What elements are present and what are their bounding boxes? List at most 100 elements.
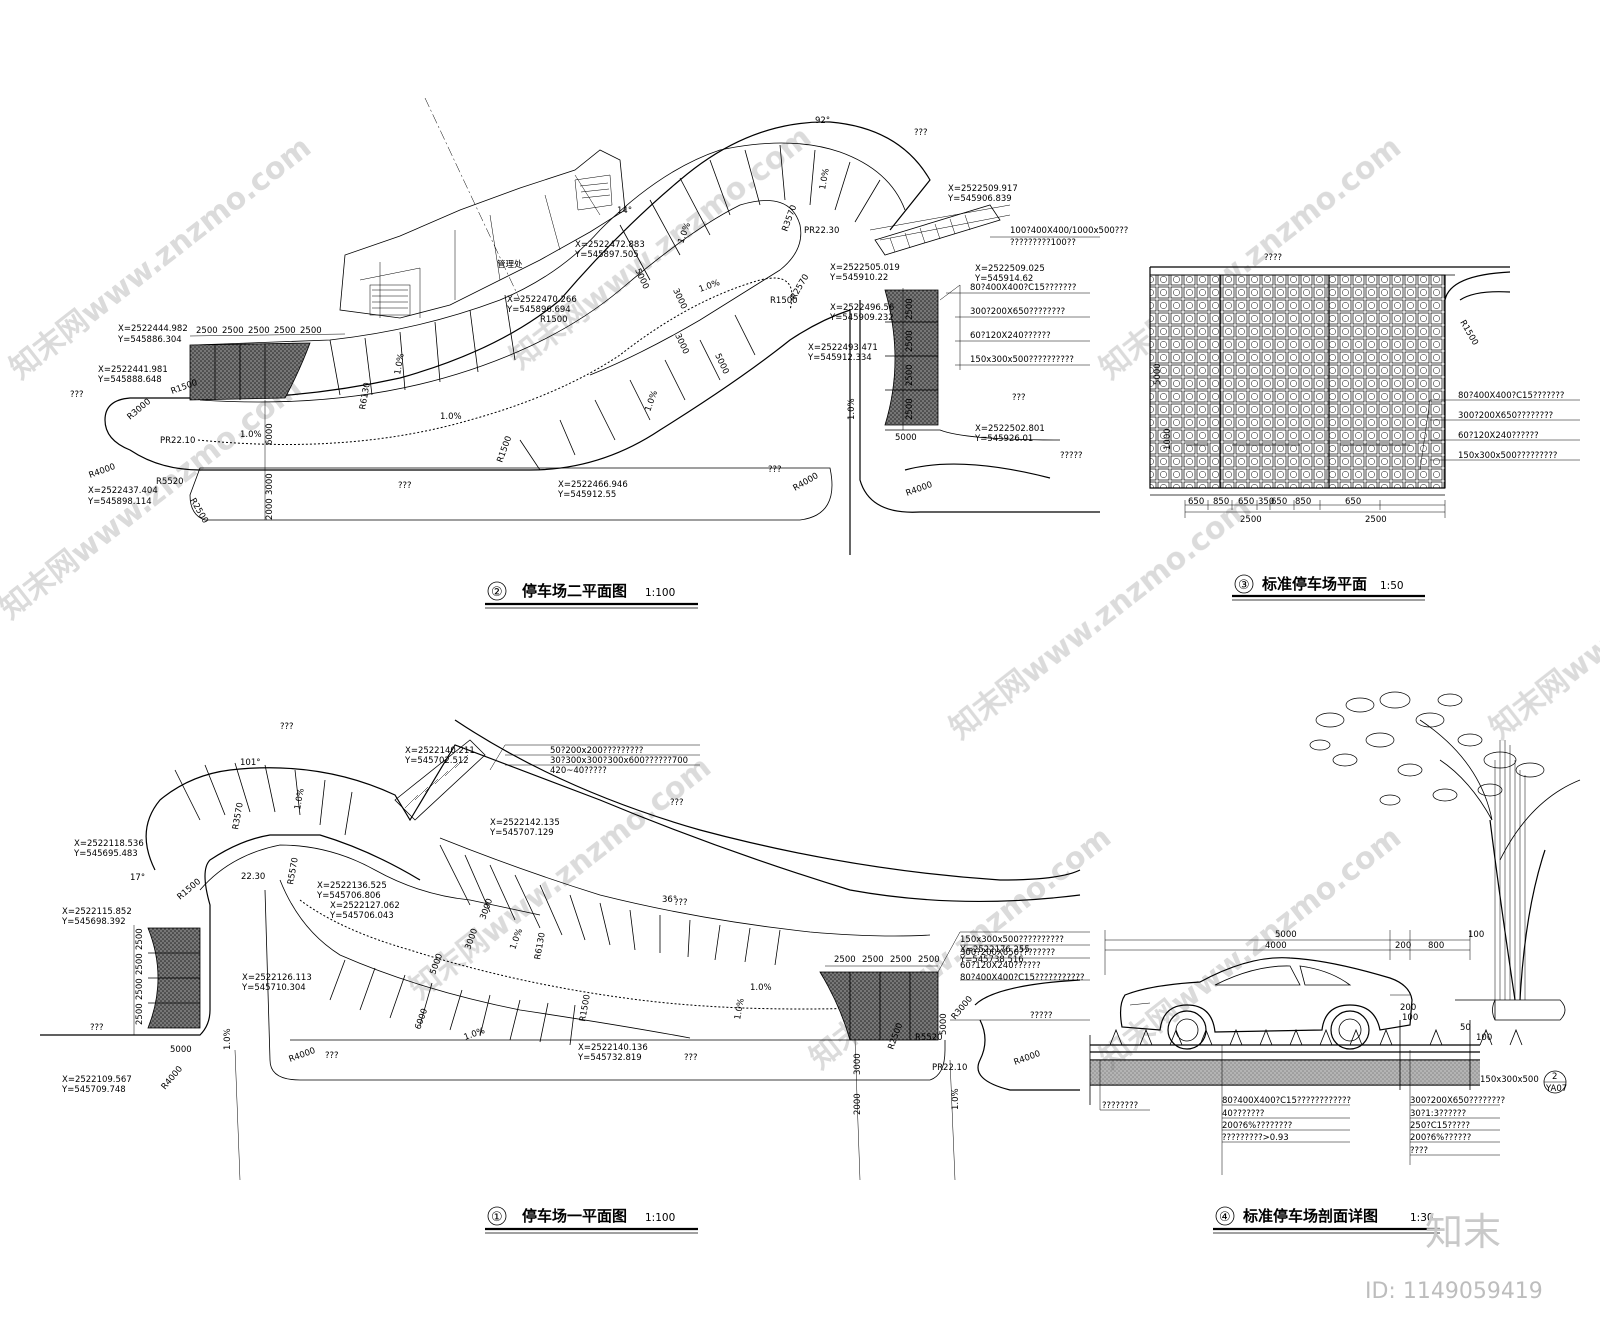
plan-2-coord-2: X=2522441.981 — [98, 365, 168, 375]
plan-1-hatch-right — [819, 971, 939, 1041]
watermark-text: 知末网www.znzmo.com — [1483, 490, 1600, 747]
plan-2-coord-6: X=2522472.883 — [575, 240, 645, 250]
std-total-dim-1: 2500 — [1365, 515, 1387, 525]
plan-2-radius-5: R6130 — [358, 382, 373, 411]
plan-2-radius-1: R3000 — [126, 397, 154, 422]
plan-2-coord-7: Y=545897.505 — [574, 250, 639, 260]
shrub-row — [1109, 1028, 1523, 1046]
plan-1-slope-3: 1.0% — [750, 983, 772, 993]
section-title: 标准停车场剖面详图 — [1242, 1207, 1378, 1225]
tree-illustration — [1309, 691, 1581, 1021]
std-note-0: 80?400X400?C15??????? — [1458, 391, 1564, 401]
plan-2-note-5: 150x300x500?????????? — [970, 355, 1074, 365]
plan-2-scale: 1:100 — [645, 587, 675, 599]
section-dim-3: 800 — [1428, 941, 1444, 951]
plan-1-other-dim-0: 5000 — [939, 1013, 949, 1035]
std-dim-6: 650 — [1345, 497, 1361, 507]
section-scale: 1:30 — [1410, 1212, 1434, 1224]
section-notes: ????????80?400X400?C15????????????40????… — [1102, 1096, 1505, 1156]
watermark-text: 知末网www.znzmo.com — [0, 370, 308, 627]
plan-2-unknown-0: ??? — [70, 390, 84, 400]
plan-1-other-dim-4: 6000 — [413, 1007, 430, 1031]
std-note-3: 150x300x500????????? — [1458, 451, 1557, 461]
plan-2-coord-4: X=2522437.404 — [88, 486, 158, 496]
plan-1-coord-1: Y=545695.483 — [73, 849, 138, 859]
section-dim-0: 5000 — [1275, 930, 1297, 940]
plan-2-unknown-3: ??? — [1012, 393, 1026, 403]
plan-1-coordinates: X=2522118.536Y=545695.483X=2522115.852Y=… — [61, 746, 1030, 1095]
standard-plan-number: ③ — [1238, 578, 1250, 593]
plan-2-radius-11: R4000 — [905, 480, 934, 499]
plan-2-coord-16: X=2522493.471 — [808, 343, 878, 353]
plan-2-coord-5: Y=545898.114 — [87, 497, 152, 507]
car-illustration — [1119, 957, 1413, 1050]
image-id: ID: 1149059419 — [1365, 1279, 1543, 1304]
plan-1-radius-5: R4000 — [288, 1046, 317, 1065]
plan-1-level-2: PR22.10 — [932, 1063, 967, 1073]
plan-1-radius-7: R5520 — [915, 1033, 943, 1043]
plan-1-coord-3: Y=545698.392 — [61, 917, 126, 927]
standard-plan-scale: 1:50 — [1380, 580, 1404, 592]
plan-2-right-dim-0: 2500 — [905, 298, 915, 320]
plan-1-coord-8: X=2522142.135 — [490, 818, 560, 828]
plan-1-coord-15: Y=545710.304 — [241, 983, 306, 993]
plan-2-number: ② — [491, 585, 503, 600]
plan-2-coord-21: Y=545914.62 — [974, 274, 1033, 284]
plan-2-coord-1: Y=545886.304 — [117, 335, 182, 345]
plan-2-hatch-left — [189, 342, 311, 401]
section-note-right-4: ???? — [1410, 1146, 1428, 1156]
plan-2-note-6: ????? — [1060, 451, 1083, 461]
plan-2-coord-18: X=2522509.917 — [948, 184, 1018, 194]
plan-1-note-7: ????? — [1030, 1011, 1053, 1021]
plan-1-top-dim-2: 2500 — [890, 955, 912, 965]
plan-1-coord-14: X=2522126.113 — [242, 973, 312, 983]
plan-1-note-0: 50?200x200????????? — [550, 746, 643, 756]
plan-2-mid-dim-2: 3000 — [672, 332, 690, 356]
plan-2-hatch-right — [884, 289, 939, 426]
plan-1-other-dim-6: 2000 — [853, 1093, 863, 1115]
section-number: ④ — [1219, 1210, 1231, 1225]
plan-1-coord-7: Y=545702.512 — [404, 756, 469, 766]
standard-plan-radius: R1500 — [1457, 319, 1479, 348]
section-note-right-1: 30?1:3?????? — [1410, 1109, 1466, 1119]
plan-2-side-dim-1: 3000 — [265, 473, 275, 495]
plan-1-notes: 50?200x200?????????30?300x300?300x600???… — [550, 746, 1085, 1021]
plan-1-coord-12: X=2522127.062 — [330, 901, 400, 911]
plan-2-coord-11: Y=545912.55 — [557, 490, 616, 500]
plan-2-slope-1: 1.0% — [440, 412, 462, 422]
plan-2-right-dim-1: 2500 — [905, 330, 915, 352]
standard-plan-notes: 80?400X400?C15???????300?200X650????????… — [1458, 391, 1564, 461]
plan-2-title-block: ② 停车场二平面图 1:100 — [485, 581, 698, 609]
management-building: 管理处 — [339, 97, 626, 319]
plan-1-radius-9: R4000 — [1013, 1049, 1042, 1068]
plan-1-coord-6: X=2522140.211 — [405, 746, 475, 756]
plan-1-left-dim5-0: 5000 — [170, 1045, 192, 1055]
plan-1-unknown-5: ??? — [684, 1053, 698, 1063]
watermark-text: 知末网www.znzmo.com — [503, 120, 818, 377]
section-dim-4: 100 — [1468, 930, 1484, 940]
plan-2-title: 停车场二平面图 — [522, 582, 627, 600]
plan-1-left-dim-3: 2500 — [135, 1003, 145, 1025]
plan-1-radius-4: R4000 — [160, 1064, 185, 1092]
plan-2-angle-2: 14° — [617, 206, 632, 216]
plan-1-slope-2: 1.0% — [733, 998, 747, 1021]
plan-2-mid-dim-1: 3000 — [670, 287, 688, 311]
plan-2-slope-7: 1.0% — [847, 398, 857, 420]
plan-1-note-6: 80?400X400?C15??????????? — [960, 973, 1085, 983]
paver-grid — [1149, 274, 1446, 489]
plan-1-unknown-1: ??? — [670, 798, 684, 808]
std-dim-3: 350 — [1258, 497, 1274, 507]
plan-2-dim-5000: 5000 — [895, 433, 917, 443]
plan-2-mid-dim-3: 5000 — [712, 352, 730, 376]
plan-2-coord-9: Y=545896.694 — [506, 305, 571, 315]
plan-2-angle-1: 92° — [815, 116, 830, 126]
plan-2-slope-0: 1.0% — [240, 430, 262, 440]
section-note-left-0: ???????? — [1102, 1101, 1138, 1111]
plan-1-coord-18: X=2522176.255 — [960, 945, 1030, 955]
plan-2-slope-5: 1.0% — [818, 168, 832, 191]
plan-1-left-dim-0: 2500 — [135, 928, 145, 950]
plan-2-slope-2: 1.0% — [393, 353, 407, 376]
